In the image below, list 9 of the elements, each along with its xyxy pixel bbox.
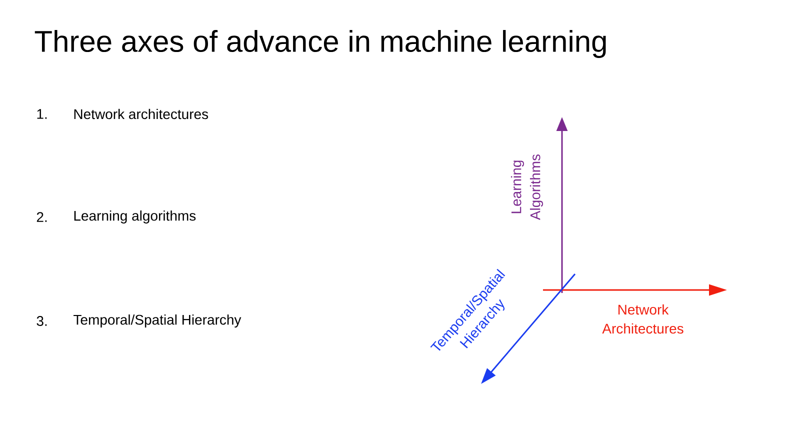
list-number: 3. [36,316,47,326]
list-item: Temporal/Spatial Hierarchy [74,314,242,328]
list-item: Learning algorithms [74,210,196,224]
axis-label: Network Architectures [602,304,684,334]
list-number: 2. [36,212,47,222]
list-item: Network architectures [74,108,208,120]
list-number: 1. [37,109,47,119]
axis-label: Learning Algorithms [510,154,544,220]
title: Three axes of advance in machine learning [34,30,606,58]
